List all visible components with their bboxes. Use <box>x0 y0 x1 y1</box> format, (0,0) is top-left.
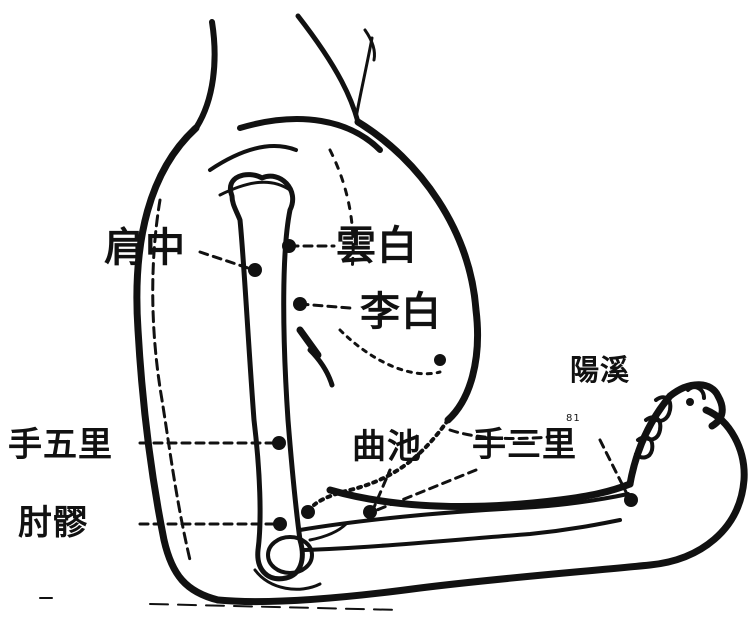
label-quchi: 曲池 <box>352 430 422 464</box>
point-shouwuli <box>272 436 286 450</box>
label-shousanli: 手三里 <box>472 428 577 462</box>
clavicle-line <box>356 38 372 118</box>
point-yangxi <box>624 493 638 507</box>
biceps-contour <box>358 122 478 420</box>
point-jianzhong <box>248 263 262 277</box>
point-quchi <box>301 505 315 519</box>
neck-outline <box>196 22 215 128</box>
point-libai <box>293 297 307 311</box>
point-shousanli <box>363 505 377 519</box>
humerus-bone <box>230 175 302 579</box>
label-shouwuli: 手五里 <box>8 428 113 462</box>
label-libai: 李白 <box>360 292 442 332</box>
label-yangxi: 陽溪 <box>570 356 630 385</box>
ulna-bone <box>304 520 620 550</box>
label-jianzhong: 肩中 <box>104 228 186 268</box>
point-yunbai <box>282 239 296 253</box>
torso-outline <box>298 16 358 122</box>
leader-lines <box>140 246 630 524</box>
point-zhouliao <box>273 517 287 531</box>
label-yunbai: 雲白 <box>336 226 418 266</box>
small-note: 81 <box>566 414 581 424</box>
arm-outer-contour <box>137 128 218 600</box>
label-zhouliao: 肘髎 <box>18 506 88 540</box>
